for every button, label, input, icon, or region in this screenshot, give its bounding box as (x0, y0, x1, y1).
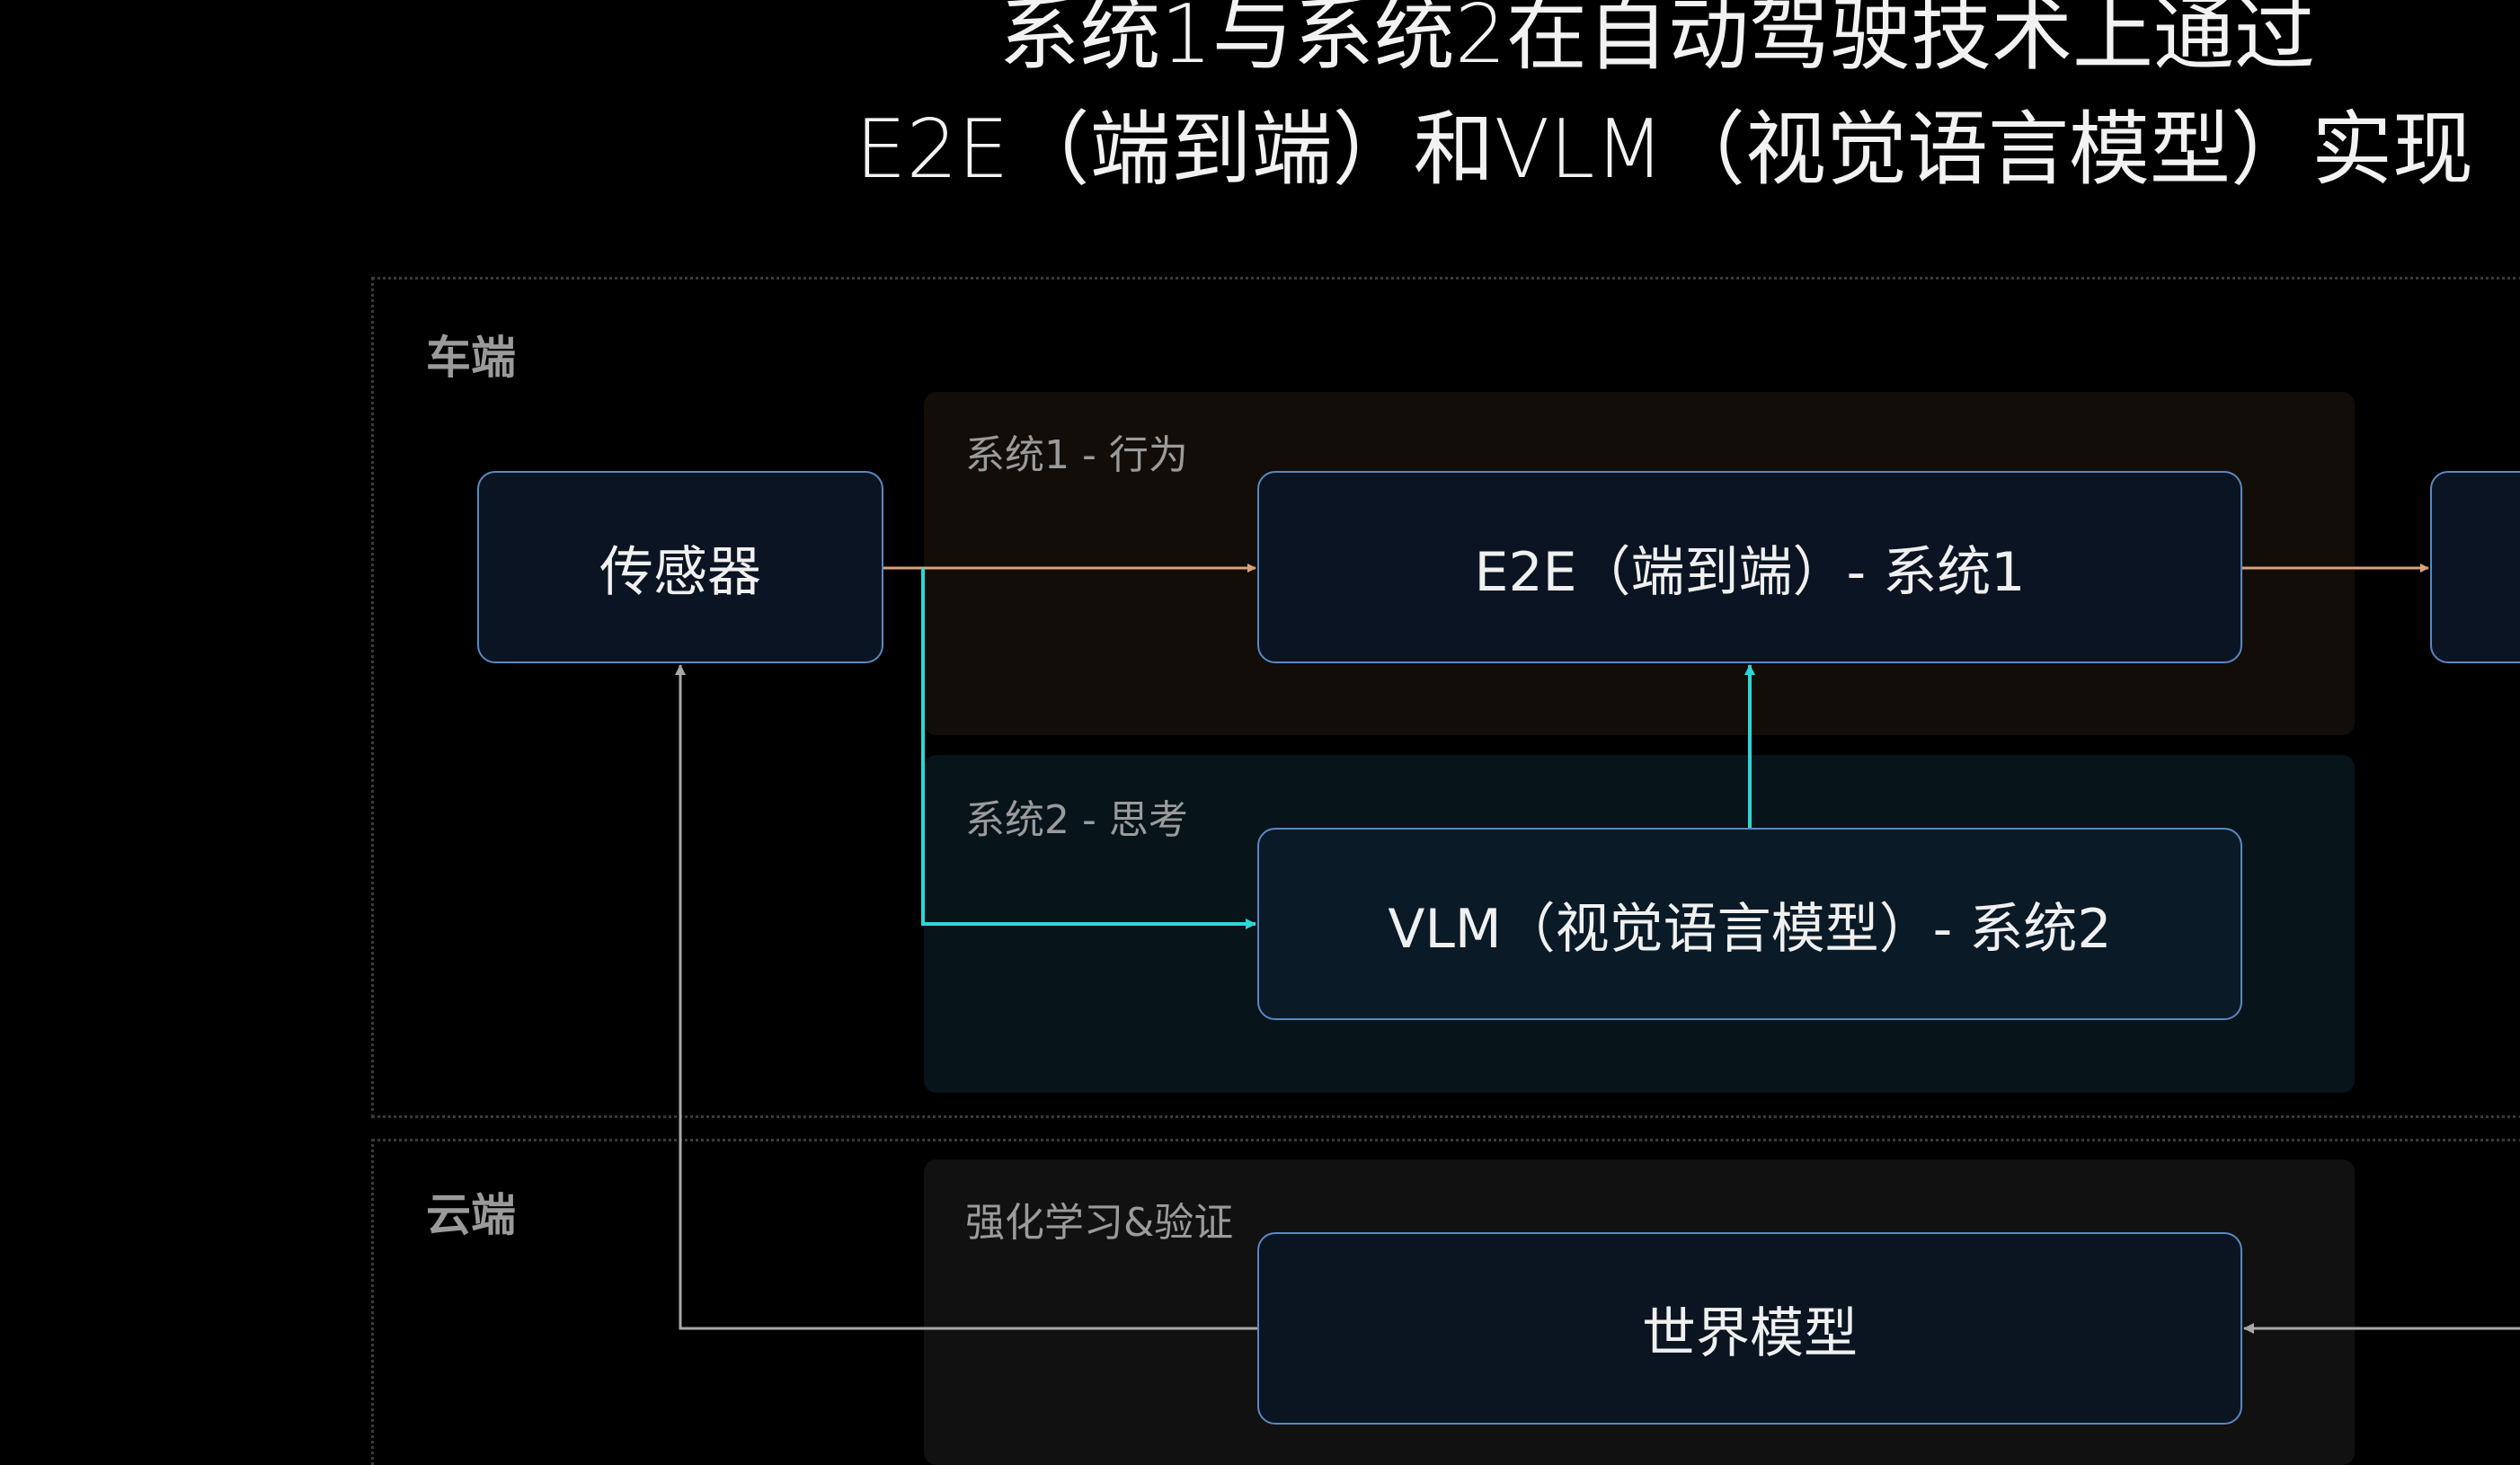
car-side-region (371, 277, 2520, 1118)
e2e-system1-node: E2E（端到端）- 系统1 (1257, 471, 2242, 663)
rl-panel-label: 强化学习&验证 (965, 1200, 1234, 1246)
e2e-node-label: E2E（端到端）- 系统1 (1474, 540, 2026, 604)
system1-panel-label: 系统1 - 行为 (965, 432, 1188, 478)
sensor-to-vlm-arrow (921, 568, 1256, 929)
world-model-to-sensor-arrow (675, 664, 1257, 1330)
system2-panel-label: 系统2 - 思考 (965, 797, 1188, 843)
output-node-partial (2430, 471, 2520, 663)
car-side-label: 车端 (426, 332, 516, 384)
sensor-node: 传感器 (477, 471, 883, 663)
cloud-side-label: 云端 (426, 1189, 516, 1241)
vlm-system2-node: VLM（视觉语言模型）- 系统2 (1257, 828, 2242, 1020)
diagram-title-line-1: 系统1与系统2在自动驾驶技术上通过 (998, 0, 2315, 82)
cloud-side-region (371, 1139, 2520, 1465)
world-model-node-label: 世界模型 (1642, 1301, 1858, 1365)
diagram-title-line-2: E2E（端到端）和VLM（视觉语言模型）实现 (855, 102, 2473, 197)
sensor-node-label: 传感器 (599, 540, 761, 604)
world-model-node: 世界模型 (1257, 1232, 2242, 1425)
vlm-node-label: VLM（视觉语言模型）- 系统2 (1388, 897, 2112, 961)
